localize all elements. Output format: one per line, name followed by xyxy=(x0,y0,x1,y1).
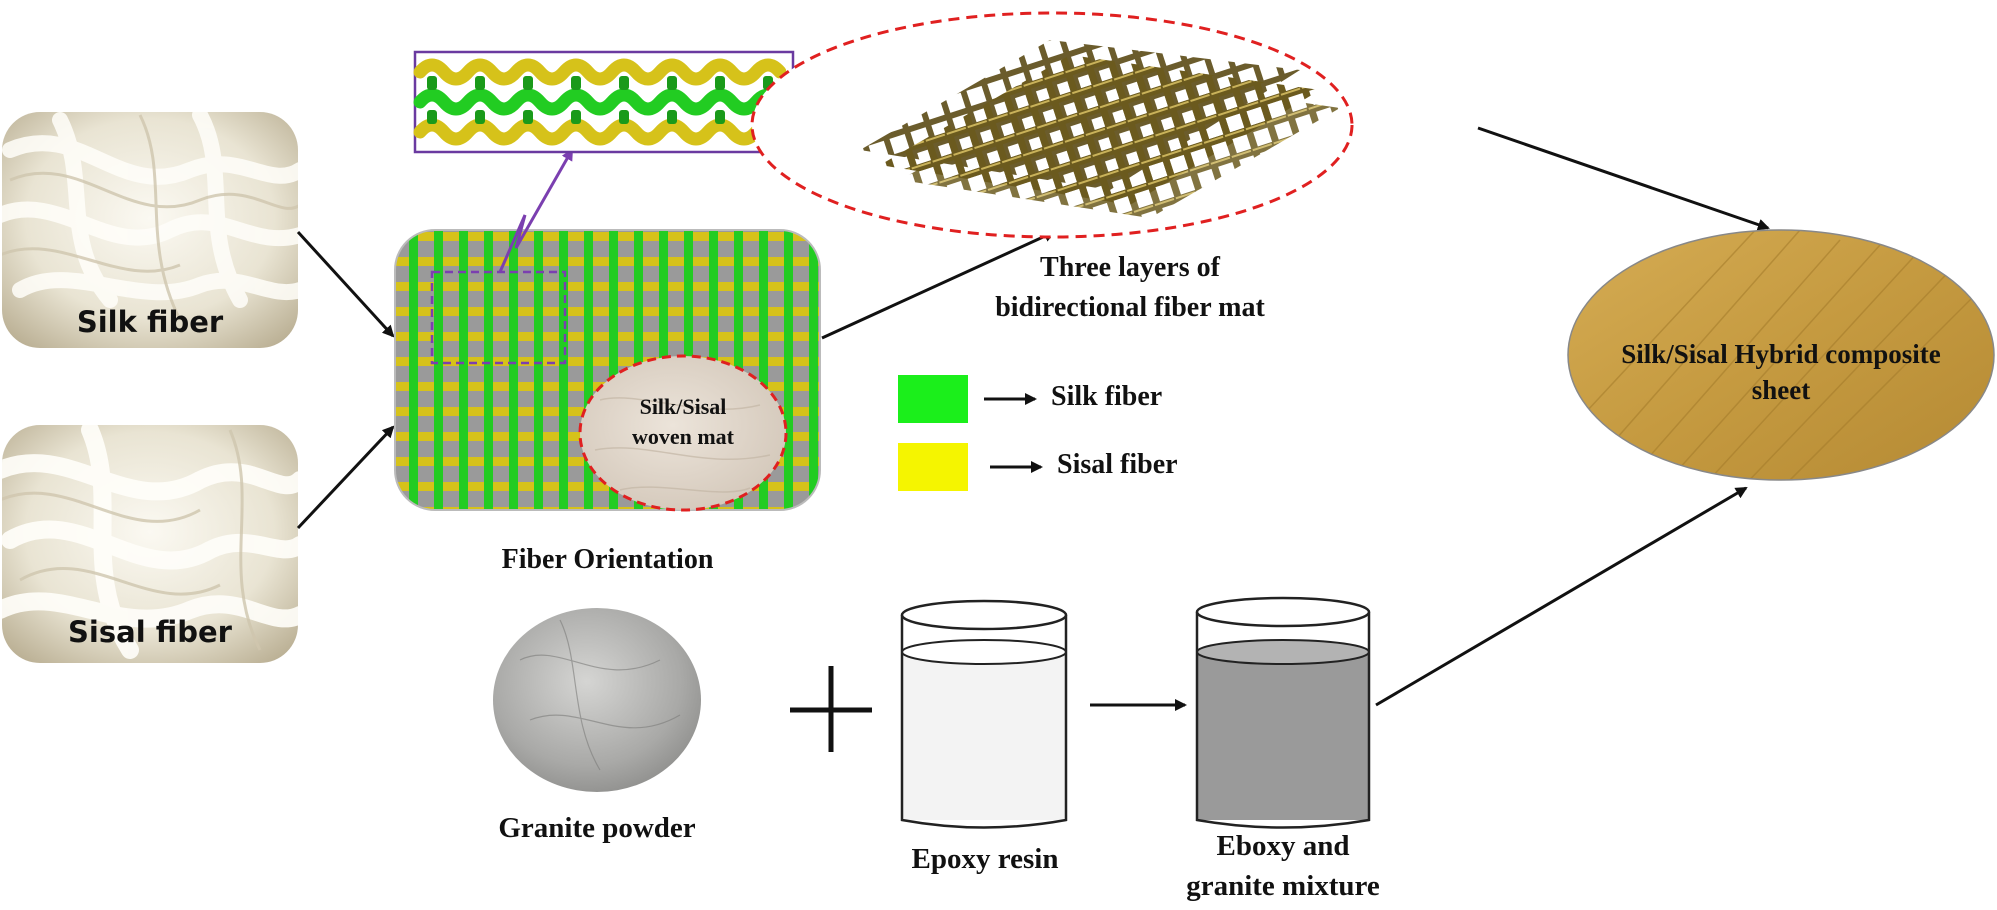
woven-mat-label-line2: woven mat xyxy=(631,424,735,449)
composite-sheet-label-line2: sheet xyxy=(1751,375,1811,405)
fiber-orientation-label: Fiber Orientation xyxy=(501,544,714,575)
woven-mat-photo xyxy=(578,354,788,512)
sisal-fiber-photo xyxy=(2,425,298,663)
granite-powder-photo xyxy=(493,608,701,792)
composite-sheet-label: Silk/Sisal Hybrid composite sheet xyxy=(1568,336,1994,408)
three-layers-label-line1: Three layers of xyxy=(1040,252,1220,283)
woven-mat-label: Silk/Sisal woven mat xyxy=(600,392,766,452)
woven-mat-label-line1: Silk/Sisal xyxy=(639,394,727,419)
arrow-silk-to-weave xyxy=(296,230,395,338)
silk-fiber-label: Silk fiber xyxy=(76,305,224,339)
legend-label-sisal: Sisal fiber xyxy=(1057,449,1178,480)
legend-swatch-silk xyxy=(898,375,968,423)
arrow-weave-to-layers xyxy=(821,230,1056,340)
arrow-mixture-to-composite xyxy=(1375,486,1748,707)
three-layers-label-line2: bidirectional fiber mat xyxy=(995,292,1265,323)
composite-sheet-label-line1: Silk/Sisal Hybrid composite xyxy=(1621,339,1941,369)
sisal-fiber-label: Sisal fiber xyxy=(68,615,232,649)
arrow-sisal-to-weave xyxy=(296,425,395,530)
legend-label-silk: Silk fiber xyxy=(1051,381,1163,412)
epoxy-resin-beaker xyxy=(900,599,1068,829)
zoom-selection-box xyxy=(430,270,567,365)
granite-powder-label: Granite powder xyxy=(498,812,696,844)
three-layers-label: Three layers of bidirectional fiber mat xyxy=(980,248,1280,328)
mixture-label-line1: Eboxy and xyxy=(1216,830,1350,862)
composite-sheet-photo xyxy=(1567,229,1995,481)
zoom-arrow xyxy=(498,148,574,273)
three-layer-mat xyxy=(750,11,1354,239)
plus-icon xyxy=(790,666,872,752)
mixture-label-line2: granite mixture xyxy=(1186,870,1380,902)
legend-swatch-sisal xyxy=(898,443,968,491)
arrow-layers-to-composite xyxy=(1477,126,1770,231)
mixture-beaker xyxy=(1195,596,1371,829)
mixture-label: Eboxy and granite mixture xyxy=(1153,826,1413,906)
zoomed-weave-strip xyxy=(413,50,795,154)
epoxy-resin-label: Epoxy resin xyxy=(911,843,1059,875)
silk-fiber-photo xyxy=(2,112,298,348)
